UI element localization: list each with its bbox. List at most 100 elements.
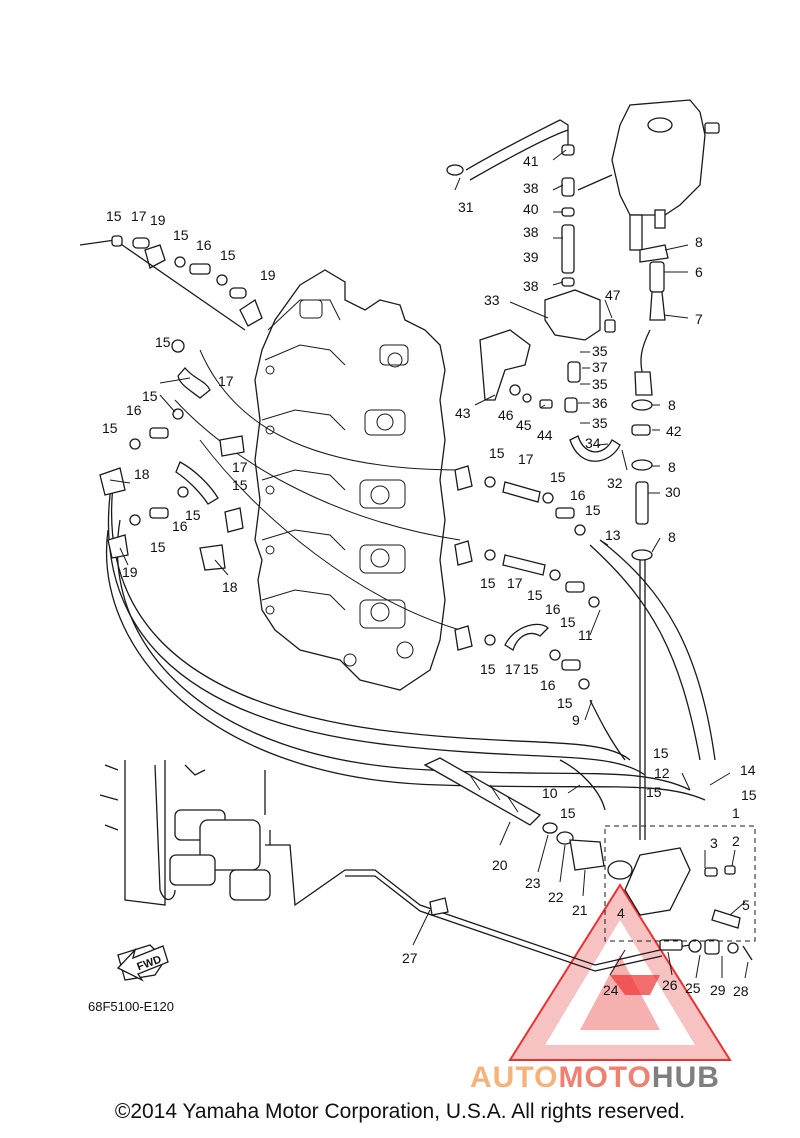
callout-15: 15 xyxy=(106,208,122,224)
callout-24: 24 xyxy=(603,982,619,998)
callout-30: 30 xyxy=(665,484,681,500)
left-fittings xyxy=(79,235,263,571)
watermark-logo xyxy=(508,883,732,1061)
callout-16: 16 xyxy=(172,518,188,534)
callout-16: 16 xyxy=(545,601,561,617)
callout-8: 8 xyxy=(668,397,676,413)
callout-46: 46 xyxy=(498,407,514,423)
callout-2: 2 xyxy=(732,833,740,849)
callout-15: 15 xyxy=(480,661,496,677)
callout-15: 15 xyxy=(653,745,669,761)
callout-31: 31 xyxy=(458,199,474,215)
callout-8: 8 xyxy=(695,234,703,250)
callout-43: 43 xyxy=(455,405,471,421)
callout-15: 15 xyxy=(560,614,576,630)
callout-19: 19 xyxy=(260,267,276,283)
callout-35: 35 xyxy=(592,376,608,392)
lower-unit-outline xyxy=(99,760,271,981)
callout-15: 15 xyxy=(102,420,118,436)
callout-15: 15 xyxy=(585,502,601,518)
callout-18: 18 xyxy=(222,579,238,595)
callout-15: 15 xyxy=(741,787,757,803)
callout-40: 40 xyxy=(523,201,539,217)
callout-4: 4 xyxy=(617,905,625,921)
callout-6: 6 xyxy=(695,264,703,280)
callout-8: 8 xyxy=(668,529,676,545)
callout-1: 1 xyxy=(732,805,740,821)
watermark-hub: HUB xyxy=(652,1061,720,1094)
callout-15: 15 xyxy=(480,575,496,591)
callout-36: 36 xyxy=(592,395,608,411)
callout-44: 44 xyxy=(537,427,553,443)
callout-34: 34 xyxy=(585,435,601,451)
callout-29: 29 xyxy=(710,982,726,998)
callout-15: 15 xyxy=(523,661,539,677)
vapor-separator-assembly xyxy=(446,99,720,561)
callout-15: 15 xyxy=(220,247,236,263)
callout-35: 35 xyxy=(592,415,608,431)
callout-38: 38 xyxy=(523,278,539,294)
callout-23: 23 xyxy=(525,875,541,891)
callout-9: 9 xyxy=(572,712,580,728)
fuel-hoses xyxy=(106,349,716,840)
callout-35: 35 xyxy=(592,343,608,359)
callout-5: 5 xyxy=(742,897,750,913)
watermark-auto: AUTO xyxy=(470,1061,558,1094)
svg-text:AUTOMOTOHUB: AUTOMOTOHUB xyxy=(470,1061,720,1094)
oil-pump-assembly xyxy=(265,757,756,972)
callout-15: 15 xyxy=(550,469,566,485)
callout-labels: 1 2 3 4 5 6 7 8 8 8 8 9 10 11 12 13 14 1… xyxy=(102,153,757,999)
callout-26: 26 xyxy=(662,977,678,993)
cylinder-block xyxy=(254,269,446,691)
callout-45: 45 xyxy=(516,417,532,433)
callout-15: 15 xyxy=(142,388,158,404)
callout-20: 20 xyxy=(492,857,508,873)
callout-27: 27 xyxy=(402,950,418,966)
watermark-moto: MOTO xyxy=(558,1061,651,1094)
callout-10: 10 xyxy=(542,785,558,801)
callout-15: 15 xyxy=(489,445,505,461)
callout-38: 38 xyxy=(523,180,539,196)
callout-28: 28 xyxy=(733,983,749,999)
callout-8: 8 xyxy=(668,459,676,475)
callout-17: 17 xyxy=(507,575,523,591)
callout-19: 19 xyxy=(122,564,138,580)
callout-21: 21 xyxy=(572,902,588,918)
watermark-text: AUTOMOTOHUB xyxy=(470,1061,720,1094)
callout-17: 17 xyxy=(131,208,147,224)
callout-47: 47 xyxy=(605,287,621,303)
callout-15: 15 xyxy=(646,784,662,800)
callout-18: 18 xyxy=(134,466,150,482)
center-hose-sets xyxy=(454,465,600,690)
callout-12: 12 xyxy=(654,765,670,781)
diagram-code: 68F5100-E120 xyxy=(88,999,174,1014)
callout-16: 16 xyxy=(126,402,142,418)
callout-38: 38 xyxy=(523,224,539,240)
callout-17: 17 xyxy=(518,451,534,467)
callout-15: 15 xyxy=(560,805,576,821)
callout-17: 17 xyxy=(505,661,521,677)
callout-15: 15 xyxy=(557,695,573,711)
callout-32: 32 xyxy=(607,475,623,491)
callout-16: 16 xyxy=(570,487,586,503)
callout-19: 19 xyxy=(150,212,166,228)
callout-15: 15 xyxy=(185,507,201,523)
callout-15: 15 xyxy=(527,587,543,603)
callout-16: 16 xyxy=(540,677,556,693)
callout-15: 15 xyxy=(173,227,189,243)
callout-13: 13 xyxy=(605,527,621,543)
callout-16: 16 xyxy=(196,237,212,253)
callout-3: 3 xyxy=(710,835,718,851)
callout-17: 17 xyxy=(232,459,248,475)
callout-39: 39 xyxy=(523,249,539,265)
callout-14: 14 xyxy=(740,762,756,778)
callout-15: 15 xyxy=(150,539,166,555)
leader-lines xyxy=(109,149,749,979)
callout-22: 22 xyxy=(548,889,564,905)
callout-17: 17 xyxy=(218,373,234,389)
callout-25: 25 xyxy=(685,980,701,996)
callout-7: 7 xyxy=(695,311,703,327)
callout-11: 11 xyxy=(578,627,593,643)
callout-42: 42 xyxy=(666,423,682,439)
